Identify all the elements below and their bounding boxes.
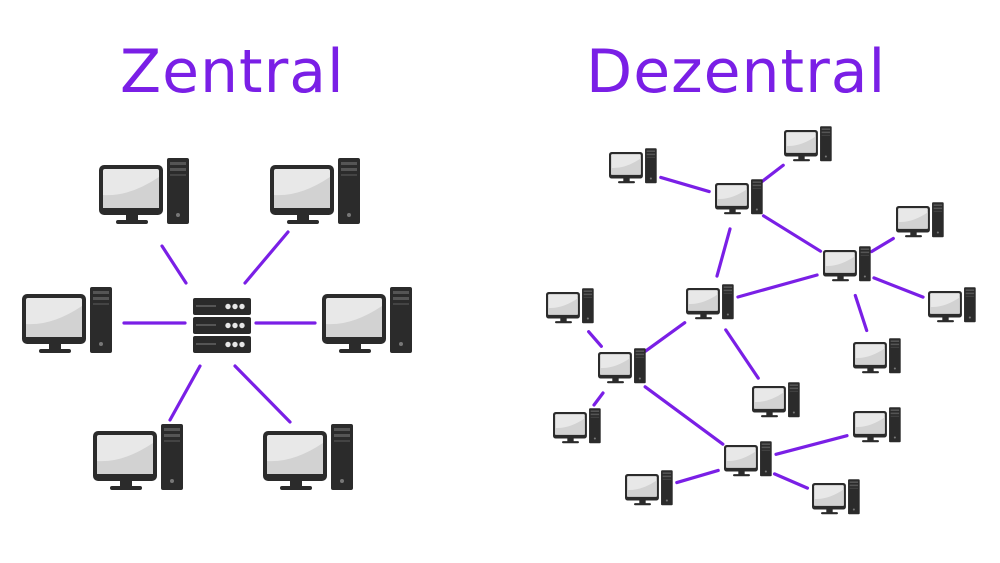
decentral-link <box>760 163 785 184</box>
computer-icon <box>724 441 772 477</box>
computer-icon <box>270 158 360 224</box>
computer-icon <box>553 408 601 444</box>
computer-icon <box>625 470 673 506</box>
computer-icon <box>22 287 112 353</box>
decentral-link <box>853 293 869 333</box>
central-link <box>243 230 290 285</box>
decentral-link <box>724 328 760 380</box>
computer-icon <box>546 288 594 324</box>
computer-icon <box>853 407 901 443</box>
computer-icon <box>686 284 734 320</box>
decentral-title: Dezentral <box>586 37 887 107</box>
computer-icon <box>263 424 353 490</box>
server-icon <box>193 298 251 353</box>
decentral-link <box>772 472 810 490</box>
decentral-link <box>643 321 687 353</box>
decentral-link <box>587 330 603 348</box>
connection-lines <box>122 163 925 490</box>
network-nodes <box>22 126 976 515</box>
decentral-link <box>761 214 823 253</box>
computer-icon <box>823 246 871 282</box>
central-title: Zentral <box>120 37 345 107</box>
computer-icon <box>784 126 832 162</box>
decentral-link <box>774 434 849 456</box>
central-link <box>160 244 188 285</box>
computer-icon <box>752 382 800 418</box>
decentral-link <box>870 236 895 254</box>
computer-icon <box>812 479 860 515</box>
decentral-link <box>643 385 725 446</box>
decentral-link <box>675 468 720 485</box>
computer-icon <box>715 179 763 215</box>
computer-icon <box>322 287 412 353</box>
computer-icon <box>598 348 646 384</box>
computer-icon <box>928 287 976 323</box>
decentral-link <box>659 175 711 194</box>
central-link <box>233 364 292 424</box>
computer-icon <box>93 424 183 490</box>
computer-icon <box>99 158 189 224</box>
decentral-link <box>715 227 732 278</box>
computer-icon <box>609 148 657 184</box>
computer-icon <box>896 202 944 238</box>
computer-icon <box>853 338 901 374</box>
decentral-link <box>592 391 605 407</box>
central-link <box>168 364 202 422</box>
decentral-link <box>736 273 819 299</box>
decentral-link <box>872 276 925 299</box>
